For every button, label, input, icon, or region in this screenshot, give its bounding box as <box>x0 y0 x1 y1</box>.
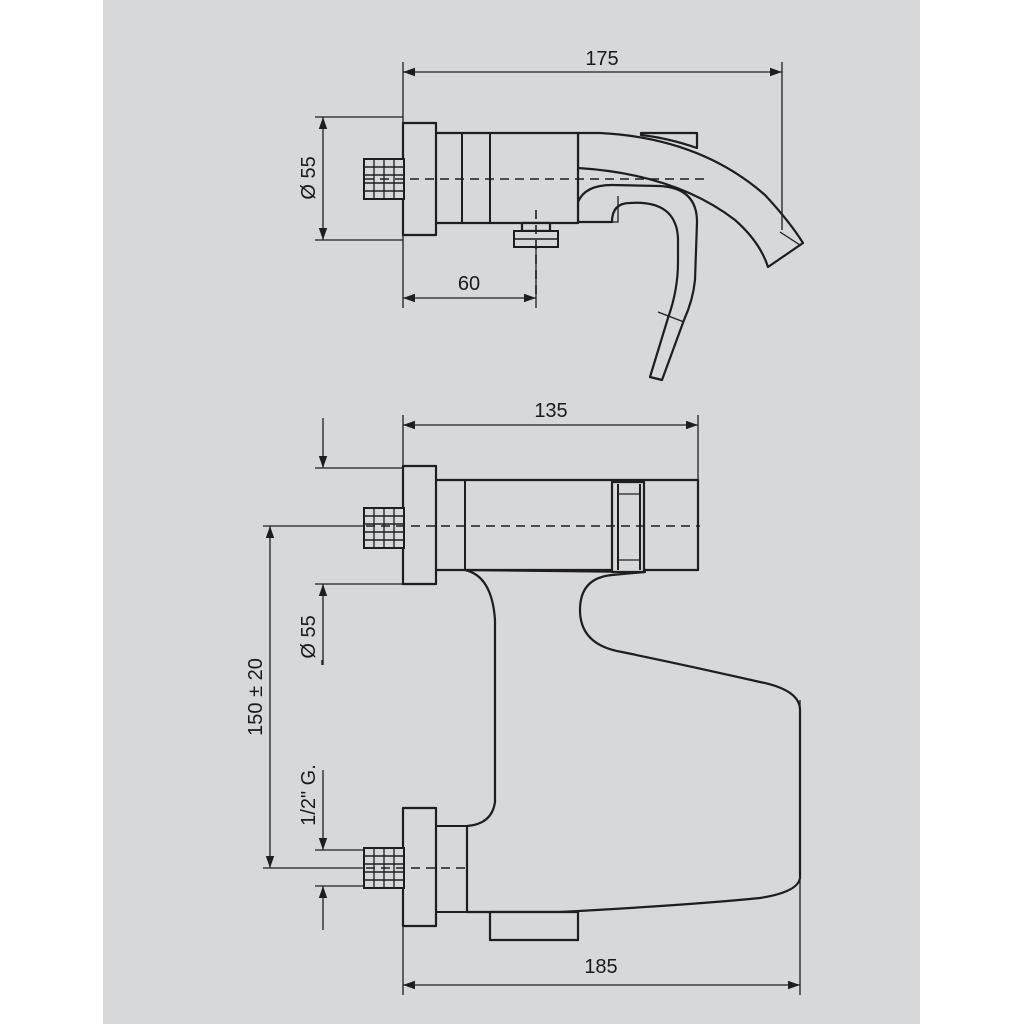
front-view-centres-label: 150 ± 20 <box>245 658 267 736</box>
top-view-diameter-label: Ø 55 <box>298 156 320 199</box>
top-view-spout <box>576 131 805 269</box>
top-view-handle-lever <box>576 183 699 382</box>
front-view-diameter-label: Ø 55 <box>298 615 320 658</box>
front-view-upper-body <box>433 478 700 572</box>
front-view-cartridge-collar <box>610 480 646 574</box>
front-view-upper-inlet-thread <box>363 507 405 549</box>
top-view-outlet-offset-label: 60 <box>458 273 480 295</box>
front-view: 135 Ø 55 150 ± 20 1/2" G. 185 <box>245 400 802 995</box>
front-view-overall-length-label: 185 <box>584 956 617 978</box>
front-view-upper-escutcheon <box>401 464 438 586</box>
top-view-body <box>433 131 580 225</box>
front-view-outlet-nozzle <box>488 910 580 942</box>
front-view-upper-length-label: 135 <box>534 400 567 422</box>
front-view-thread-label: 1/2" G. <box>298 764 320 826</box>
top-view-overall-length-label: 175 <box>585 48 618 70</box>
front-view-lower-escutcheon <box>401 806 438 928</box>
top-view: 175 Ø 55 60 <box>298 48 805 382</box>
